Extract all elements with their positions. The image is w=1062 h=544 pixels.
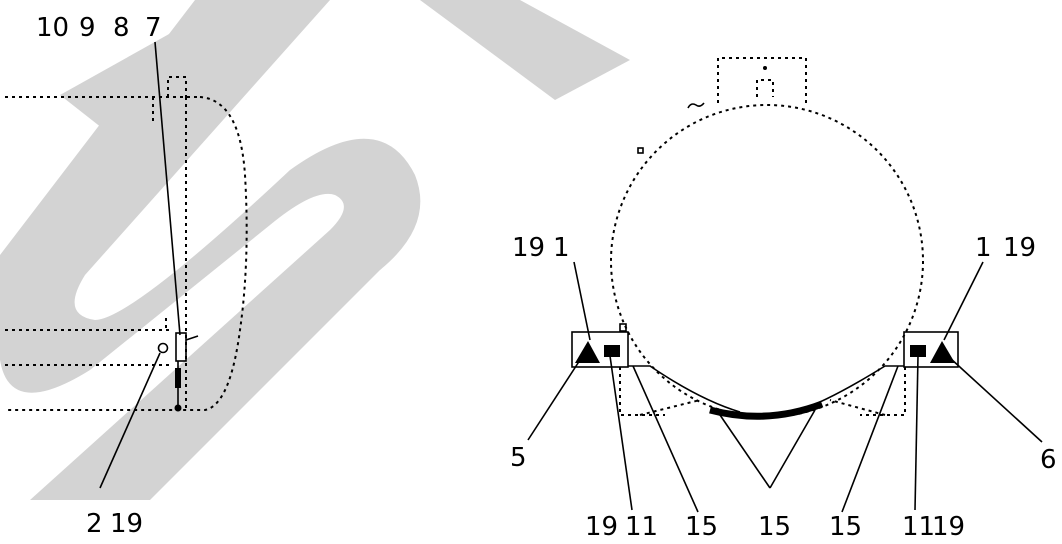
label-left-1: 1 <box>553 233 570 263</box>
left-lamp-lens <box>604 345 620 357</box>
right-lamp-lens <box>910 345 926 357</box>
bottom-label-11-left: 11 <box>625 512 658 542</box>
side-connector-part <box>175 368 181 388</box>
bottom-label-15-left: 15 <box>685 512 718 542</box>
side-lamp-housing <box>175 332 187 362</box>
label-right-19: 19 <box>1003 233 1036 263</box>
left-lower-frame <box>619 367 701 416</box>
left-bracket <box>628 365 741 413</box>
side-upper-box <box>167 76 187 97</box>
side-label-9: 9 <box>79 13 96 43</box>
label-right-1: 1 <box>975 233 992 263</box>
left-lamp-box <box>571 331 629 368</box>
leader-center-15a <box>719 414 771 489</box>
bottom-label-19-right: 19 <box>932 512 965 542</box>
side-body-curve <box>5 96 248 411</box>
leader-right-15 <box>841 365 899 513</box>
label-left-19: 19 <box>512 233 545 263</box>
side-label-8: 8 <box>113 13 130 43</box>
leader-6 <box>949 357 1043 443</box>
leader-left-1 <box>573 261 591 341</box>
bottom-label-11-right: 11 <box>902 512 935 542</box>
leader-5 <box>527 359 581 441</box>
label-5: 5 <box>510 443 527 473</box>
side-connector-end <box>174 404 182 412</box>
tank-hatch-small <box>687 102 705 109</box>
tank-circle <box>610 104 924 418</box>
left-triangle-reflector <box>575 341 600 363</box>
watermark-stroke-right <box>420 0 630 100</box>
right-triangle-reflector <box>930 341 955 363</box>
side-label-10: 10 <box>36 13 69 43</box>
bottom-label-19-left: 19 <box>585 512 618 542</box>
side-label-2: 2 <box>86 509 103 539</box>
front-top-inner <box>756 79 774 97</box>
right-lamp-box <box>903 331 959 368</box>
side-leader-2 <box>99 352 161 489</box>
side-marker-circle <box>157 342 169 354</box>
side-label-7: 7 <box>145 13 162 43</box>
side-lamp-bracket <box>185 335 199 341</box>
leader-right-11 <box>914 355 919 511</box>
leader-left-11 <box>609 355 633 511</box>
watermark <box>0 0 630 500</box>
front-top-dot <box>763 66 767 70</box>
front-top-box <box>717 57 807 103</box>
left-fitting <box>619 323 627 332</box>
front-view: 19 1 1 19 5 6 19 11 15 15 15 11 19 <box>510 57 1057 542</box>
leader-left-15 <box>632 365 699 513</box>
right-lower-frame <box>829 367 906 416</box>
side-label-19: 19 <box>110 509 143 539</box>
leader-right-1 <box>943 261 984 341</box>
side-leader-7 <box>154 41 181 336</box>
side-view: 10 9 8 7 2 19 <box>5 13 248 539</box>
bottom-label-15-center: 15 <box>758 512 791 542</box>
bottom-label-15-right: 15 <box>829 512 862 542</box>
watermark-s-body <box>0 0 421 500</box>
label-6: 6 <box>1040 445 1057 475</box>
leader-center-15b <box>769 409 816 489</box>
bottom-belt <box>709 400 824 420</box>
tank-fitting <box>637 147 644 154</box>
